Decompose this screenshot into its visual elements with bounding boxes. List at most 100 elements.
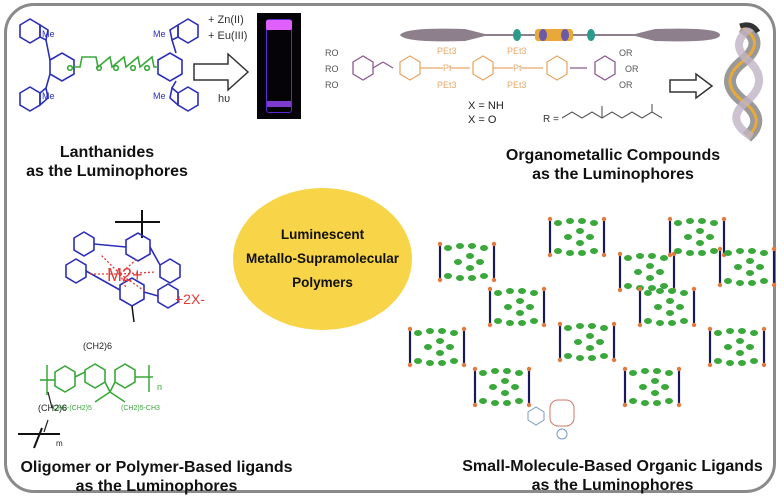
framework-atom [648,285,656,291]
svg-text:Me: Me [42,91,55,101]
framework-unit [617,251,677,293]
framework-node [437,277,443,283]
framework-node [691,322,697,328]
metal-ion-label: M2+ [107,265,143,285]
framework-unit [667,216,727,258]
svg-text:PEt3: PEt3 [437,80,457,90]
framework-atom [554,220,562,226]
framework-atom [738,360,746,366]
framework-atom [476,259,484,265]
framework-atom [676,304,684,310]
framework-node [717,246,723,252]
framework-atom [578,250,586,256]
framework-atom [566,250,574,256]
framework-atom [660,283,668,289]
framework-atom [710,220,718,226]
framework-atom [644,290,652,296]
framework-atom [586,234,594,240]
framework-node [472,402,478,408]
framework-atom [624,255,632,261]
framework-atom [444,245,452,251]
framework-atom [674,220,682,226]
framework-atom [414,358,422,364]
small-molecule-caption: Small-Molecule-Based Organic Ligands as … [462,458,763,494]
framework-atom [501,390,509,396]
open-arrow-icon [669,72,714,100]
framework-node [611,357,617,363]
framework-atom [590,220,598,226]
framework-atom [530,318,538,324]
framework-atom [654,304,662,310]
framework-node [721,216,727,222]
framework-atom [518,320,526,326]
framework-atom [636,253,644,259]
framework-node [676,366,682,372]
svg-text:RO: RO [325,48,339,58]
framework-atom [564,325,572,331]
framework-atom [668,288,676,294]
framework-atom [748,248,756,254]
framework-atom [596,339,604,345]
framework-atom [686,218,694,224]
framework-atom [466,265,474,271]
framework-atom [714,358,722,364]
framework-atom [479,370,487,376]
framework-atom [668,320,676,326]
framework-atom [491,400,499,406]
framework-atom [686,250,694,256]
svg-text:Pt: Pt [513,63,522,73]
framework-unit [487,286,547,328]
framework-atom [648,253,656,259]
svg-text:m: m [56,439,63,448]
framework-atom [515,398,523,404]
framework-node [461,362,467,368]
framework-atom [736,248,744,254]
framework-atom [511,384,519,390]
metal-complex-structure [65,210,181,323]
oligomer-caption: Oligomer or Polymer-Based ligands as the… [20,459,293,495]
framework-atom [710,248,718,254]
framework-atom [426,328,434,334]
framework-atom [586,345,594,351]
framework-atom [698,218,706,224]
framework-atom [665,398,673,404]
framework-node [691,286,697,292]
framework-atom [736,350,744,356]
framework-atom [600,325,608,331]
framework-atom [696,228,704,234]
framework-node [622,366,628,372]
framework-atom [760,250,768,256]
framework-atom [665,370,673,376]
framework-unit [407,326,467,368]
framework-atom [526,304,534,310]
framework-atom [503,368,511,374]
framework-node [461,326,467,332]
framework-atom [706,234,714,240]
lanthanides-caption: Lanthanides as the Luminophores [26,144,188,180]
framework-atom [554,248,562,254]
framework-atom [590,248,598,254]
framework-atom [491,368,499,374]
framework-node [437,241,443,247]
framework-node [547,216,553,222]
framework-unit [717,246,777,288]
framework-atom [494,290,502,296]
svg-text:RO: RO [325,80,339,90]
svg-text:OR: OR [619,80,633,90]
framework-node [622,402,628,408]
framework-atom [680,318,688,324]
framework-atom [750,358,758,364]
svg-text:OR: OR [619,48,633,58]
reagent-eu: + Eu(III) [208,30,248,42]
methyl-label: Me [42,29,55,39]
framework-atom [506,320,514,326]
framework-atom [641,400,649,406]
central-topic-text: Luminescent Metallo-Supramolecular Polym… [245,227,400,290]
framework-atom [503,400,511,406]
framework-atom [724,250,732,256]
framework-node [667,216,673,222]
framework-node [472,366,478,372]
framework-atom [746,270,754,276]
framework-node [617,287,623,293]
svg-text:PEt3: PEt3 [507,46,527,56]
